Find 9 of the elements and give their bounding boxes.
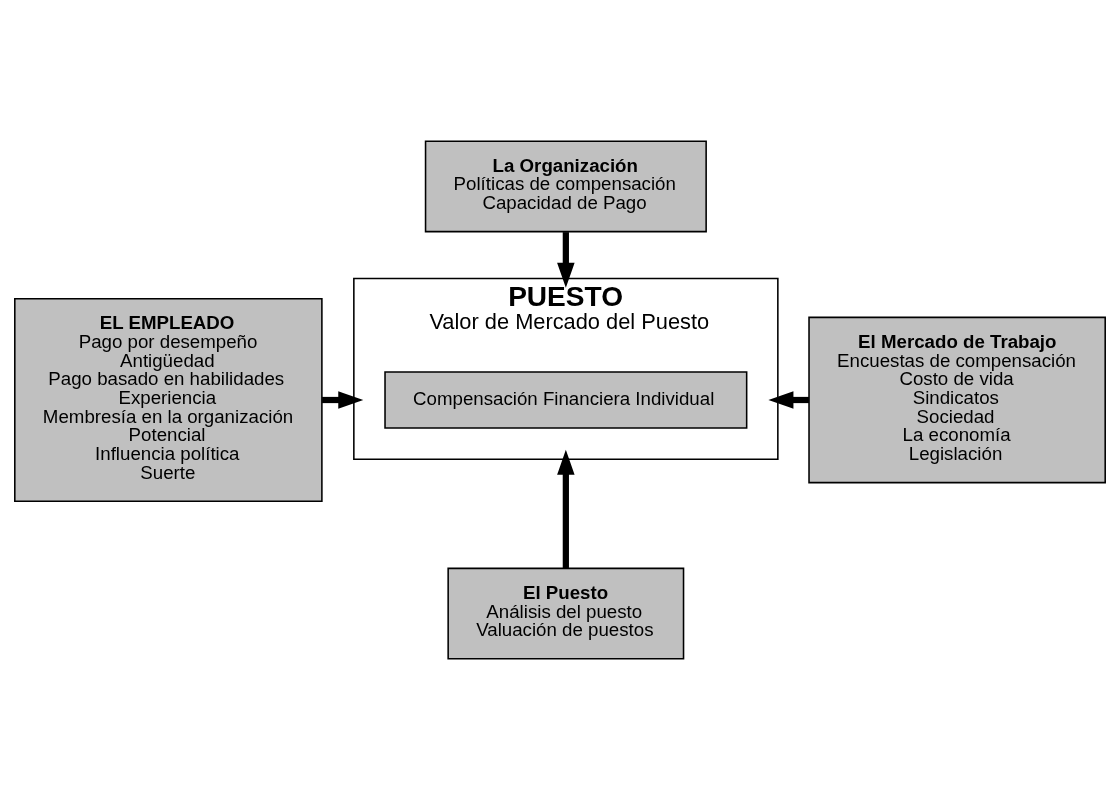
node-box: Compensación Financiera Individual: [384, 371, 748, 429]
node-box: El Mercado de Trabajo Encuestas de compensación Costo de vida Sindicatos Sociedad La economía Legislación: [808, 316, 1106, 484]
arrow: [557, 232, 575, 288]
node-box: EL EMPLEADO Pago por desempeño Antigüedad Pago basado en habilidades Experiencia Membresía en la organización Potencial Influencia política Suerte: [14, 297, 323, 503]
arrow: [768, 391, 809, 409]
node-box: El Puesto Análisis del puesto Valuación de puestos: [447, 567, 685, 660]
node-box: La Organización Políticas de compensación Capacidad de Pago: [424, 140, 707, 233]
arrow: [322, 391, 364, 409]
arrow: [557, 449, 575, 568]
